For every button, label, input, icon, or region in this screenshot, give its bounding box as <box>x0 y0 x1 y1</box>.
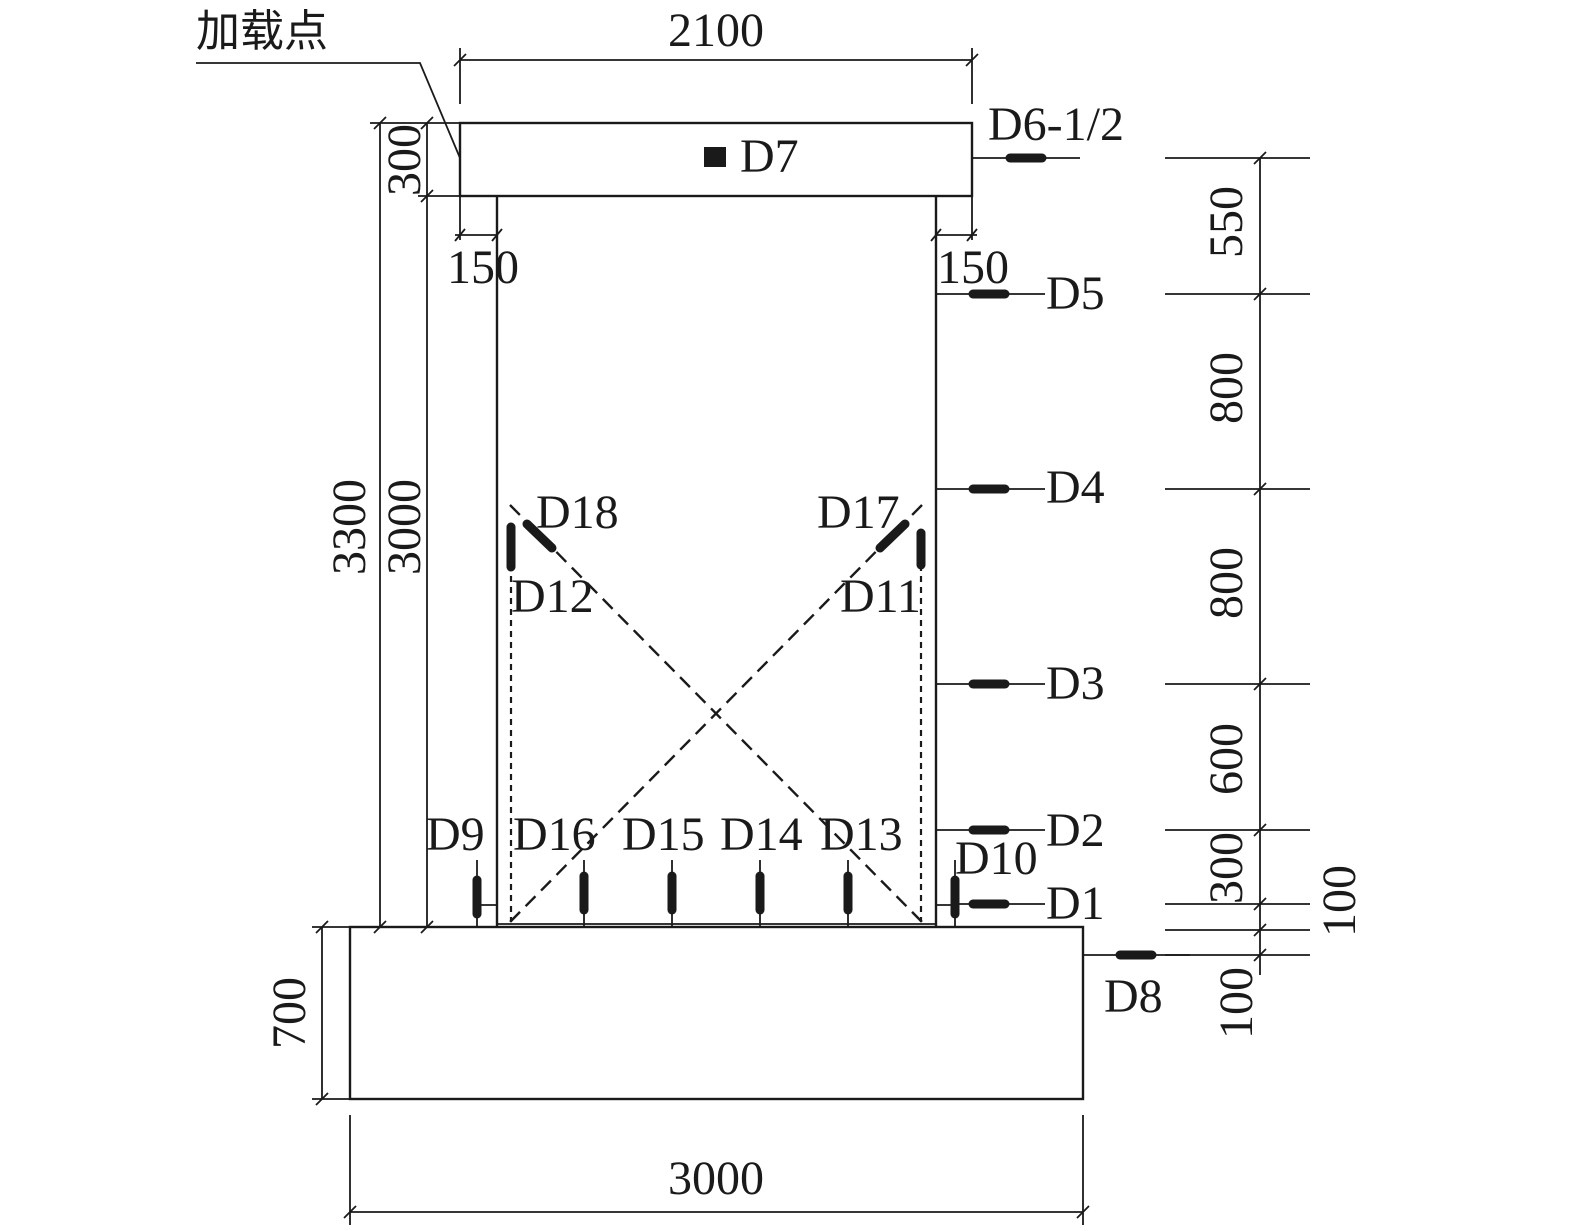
sensor-d3-label: D3 <box>1046 657 1105 710</box>
sensor-d18-label: D18 <box>536 486 619 539</box>
sensor-d18-gauge <box>522 519 557 553</box>
dimension-300-beam <box>370 116 460 203</box>
dimension-150-right <box>930 196 978 242</box>
dim-label-800-upper: 800 <box>1200 352 1253 424</box>
dim-label-3000-foundation: 3000 <box>668 1152 764 1205</box>
dimension-700 <box>312 920 350 1106</box>
dimension-150-left <box>454 196 503 242</box>
sensor-d11-label: D11 <box>840 570 921 623</box>
dimension-2100 <box>453 48 979 104</box>
loading-point-label: 加载点 <box>196 6 328 57</box>
dim-label-150-right: 150 <box>937 241 1009 294</box>
dim-label-600: 600 <box>1200 723 1253 795</box>
dim-label-150-left: 150 <box>447 241 519 294</box>
dimension-3000-foundation <box>343 1115 1090 1225</box>
loading-point-leader <box>196 62 461 159</box>
sensor-d17-gauge <box>875 519 910 553</box>
dim-label-3300: 3300 <box>323 479 376 575</box>
sensor-d14-label: D14 <box>720 808 803 861</box>
loading-beam <box>458 121 974 198</box>
sensor-d7-label: D7 <box>740 130 799 183</box>
dim-label-3000-wall: 3000 <box>378 479 431 575</box>
dimension-chain-right <box>1165 151 1310 975</box>
dim-label-550: 550 <box>1200 186 1253 258</box>
sensor-d12-label: D12 <box>511 570 594 623</box>
dimension-3000-wall <box>420 196 434 934</box>
sensor-d17-label: D17 <box>817 486 900 539</box>
dim-label-300-right: 300 <box>1200 832 1253 904</box>
sensor-d7-marker <box>704 147 726 167</box>
dim-label-800-lower: 800 <box>1200 547 1253 619</box>
dimension-3300 <box>373 116 387 934</box>
sensor-d4-label: D4 <box>1046 461 1105 514</box>
sensor-d13-label: D13 <box>820 808 903 861</box>
sensor-d10-label: D10 <box>955 832 1038 885</box>
dim-label-100-lower: 100 <box>1210 967 1263 1039</box>
dim-label-700: 700 <box>263 977 316 1049</box>
sensor-d6-label: D6-1/2 <box>988 98 1124 151</box>
sensor-d15-label: D15 <box>622 808 705 861</box>
diagonal-gauge-line-d17 <box>509 504 923 923</box>
dim-label-100-upper: 100 <box>1313 865 1366 937</box>
dim-label-300-beam: 300 <box>378 124 431 196</box>
sensor-d1-label: D1 <box>1046 877 1105 930</box>
sensor-d9-label: D9 <box>426 808 485 861</box>
sensor-d8-label: D8 <box>1104 970 1163 1023</box>
foundation <box>348 925 1085 1101</box>
sensor-d16-label: D16 <box>513 808 596 861</box>
sensor-d5-label: D5 <box>1046 267 1105 320</box>
sensor-d2-label: D2 <box>1046 804 1105 857</box>
dim-label-2100: 2100 <box>668 4 764 57</box>
